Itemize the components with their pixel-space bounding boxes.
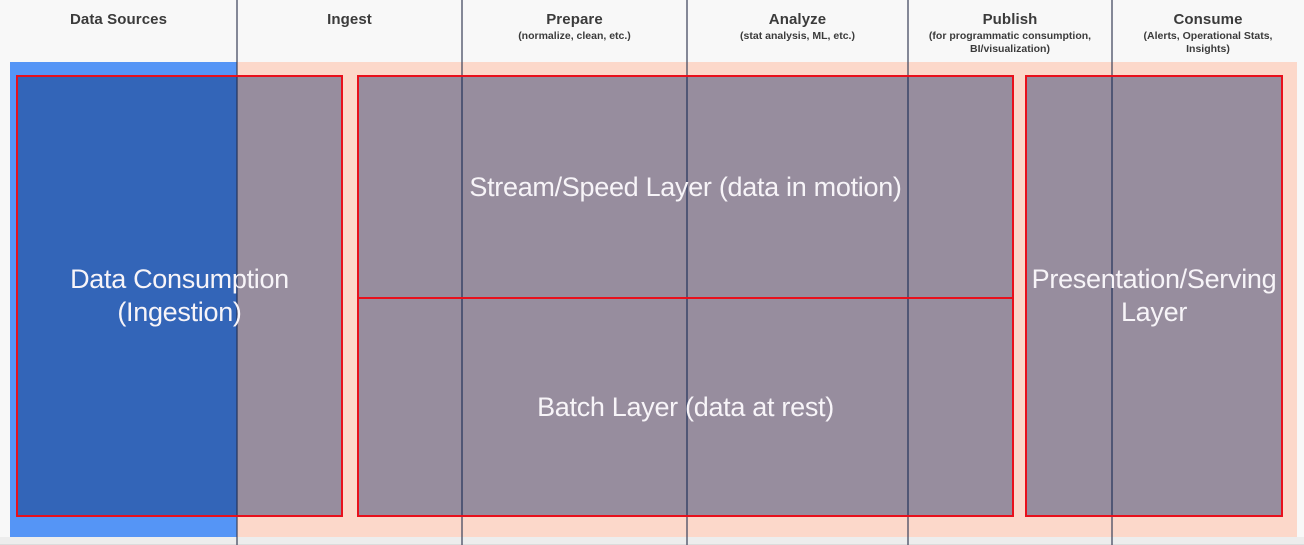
data-sources-band xyxy=(10,62,237,537)
presentation-serving-layer-label: Presentation/Serving Layer xyxy=(1031,264,1277,327)
column-header-prepare: Prepare (normalize, clean, etc.) xyxy=(462,0,687,62)
column-header-publish: Publish (for programmatic consumption, B… xyxy=(908,0,1112,62)
column-divider xyxy=(1111,0,1113,545)
column-sublabel: (stat analysis, ML, etc.) xyxy=(740,30,855,42)
column-label: Data Sources xyxy=(69,11,168,28)
ingestion-layer-box: Data Consumption (Ingestion) xyxy=(16,75,343,517)
pipeline-background-band xyxy=(237,62,1297,537)
stream-speed-layer-box: Stream/Speed Layer (data in motion) xyxy=(357,75,1014,299)
column-sublabel: (for programmatic consumption, BI/visual… xyxy=(928,30,1092,55)
stream-speed-layer-label: Stream/Speed Layer (data in motion) xyxy=(469,171,902,202)
column-header-consume: Consume (Alerts, Operational Stats, Insi… xyxy=(1112,0,1304,62)
presentation-serving-layer-box: Presentation/Serving Layer xyxy=(1025,75,1283,517)
column-label: Ingest xyxy=(327,11,372,28)
column-sublabel: (Alerts, Operational Stats, Insights) xyxy=(1143,30,1273,55)
column-label: Publish xyxy=(982,11,1038,28)
column-label: Consume xyxy=(1173,11,1243,28)
batch-layer-box: Batch Layer (data at rest) xyxy=(357,297,1014,517)
ingestion-layer-label: Data Consumption (Ingestion) xyxy=(70,264,289,327)
batch-layer-label: Batch Layer (data at rest) xyxy=(537,391,834,422)
column-divider xyxy=(461,0,463,545)
column-divider xyxy=(907,0,909,545)
column-header-analyze: Analyze (stat analysis, ML, etc.) xyxy=(687,0,908,62)
column-label: Analyze xyxy=(768,11,827,28)
column-sublabel: (normalize, clean, etc.) xyxy=(518,30,631,42)
column-divider xyxy=(686,0,688,545)
bottom-margin-strip xyxy=(0,537,1304,545)
column-label: Prepare xyxy=(546,11,603,28)
column-divider xyxy=(236,0,238,545)
column-header-data-sources: Data Sources xyxy=(0,0,237,62)
column-header-ingest: Ingest xyxy=(237,0,462,62)
